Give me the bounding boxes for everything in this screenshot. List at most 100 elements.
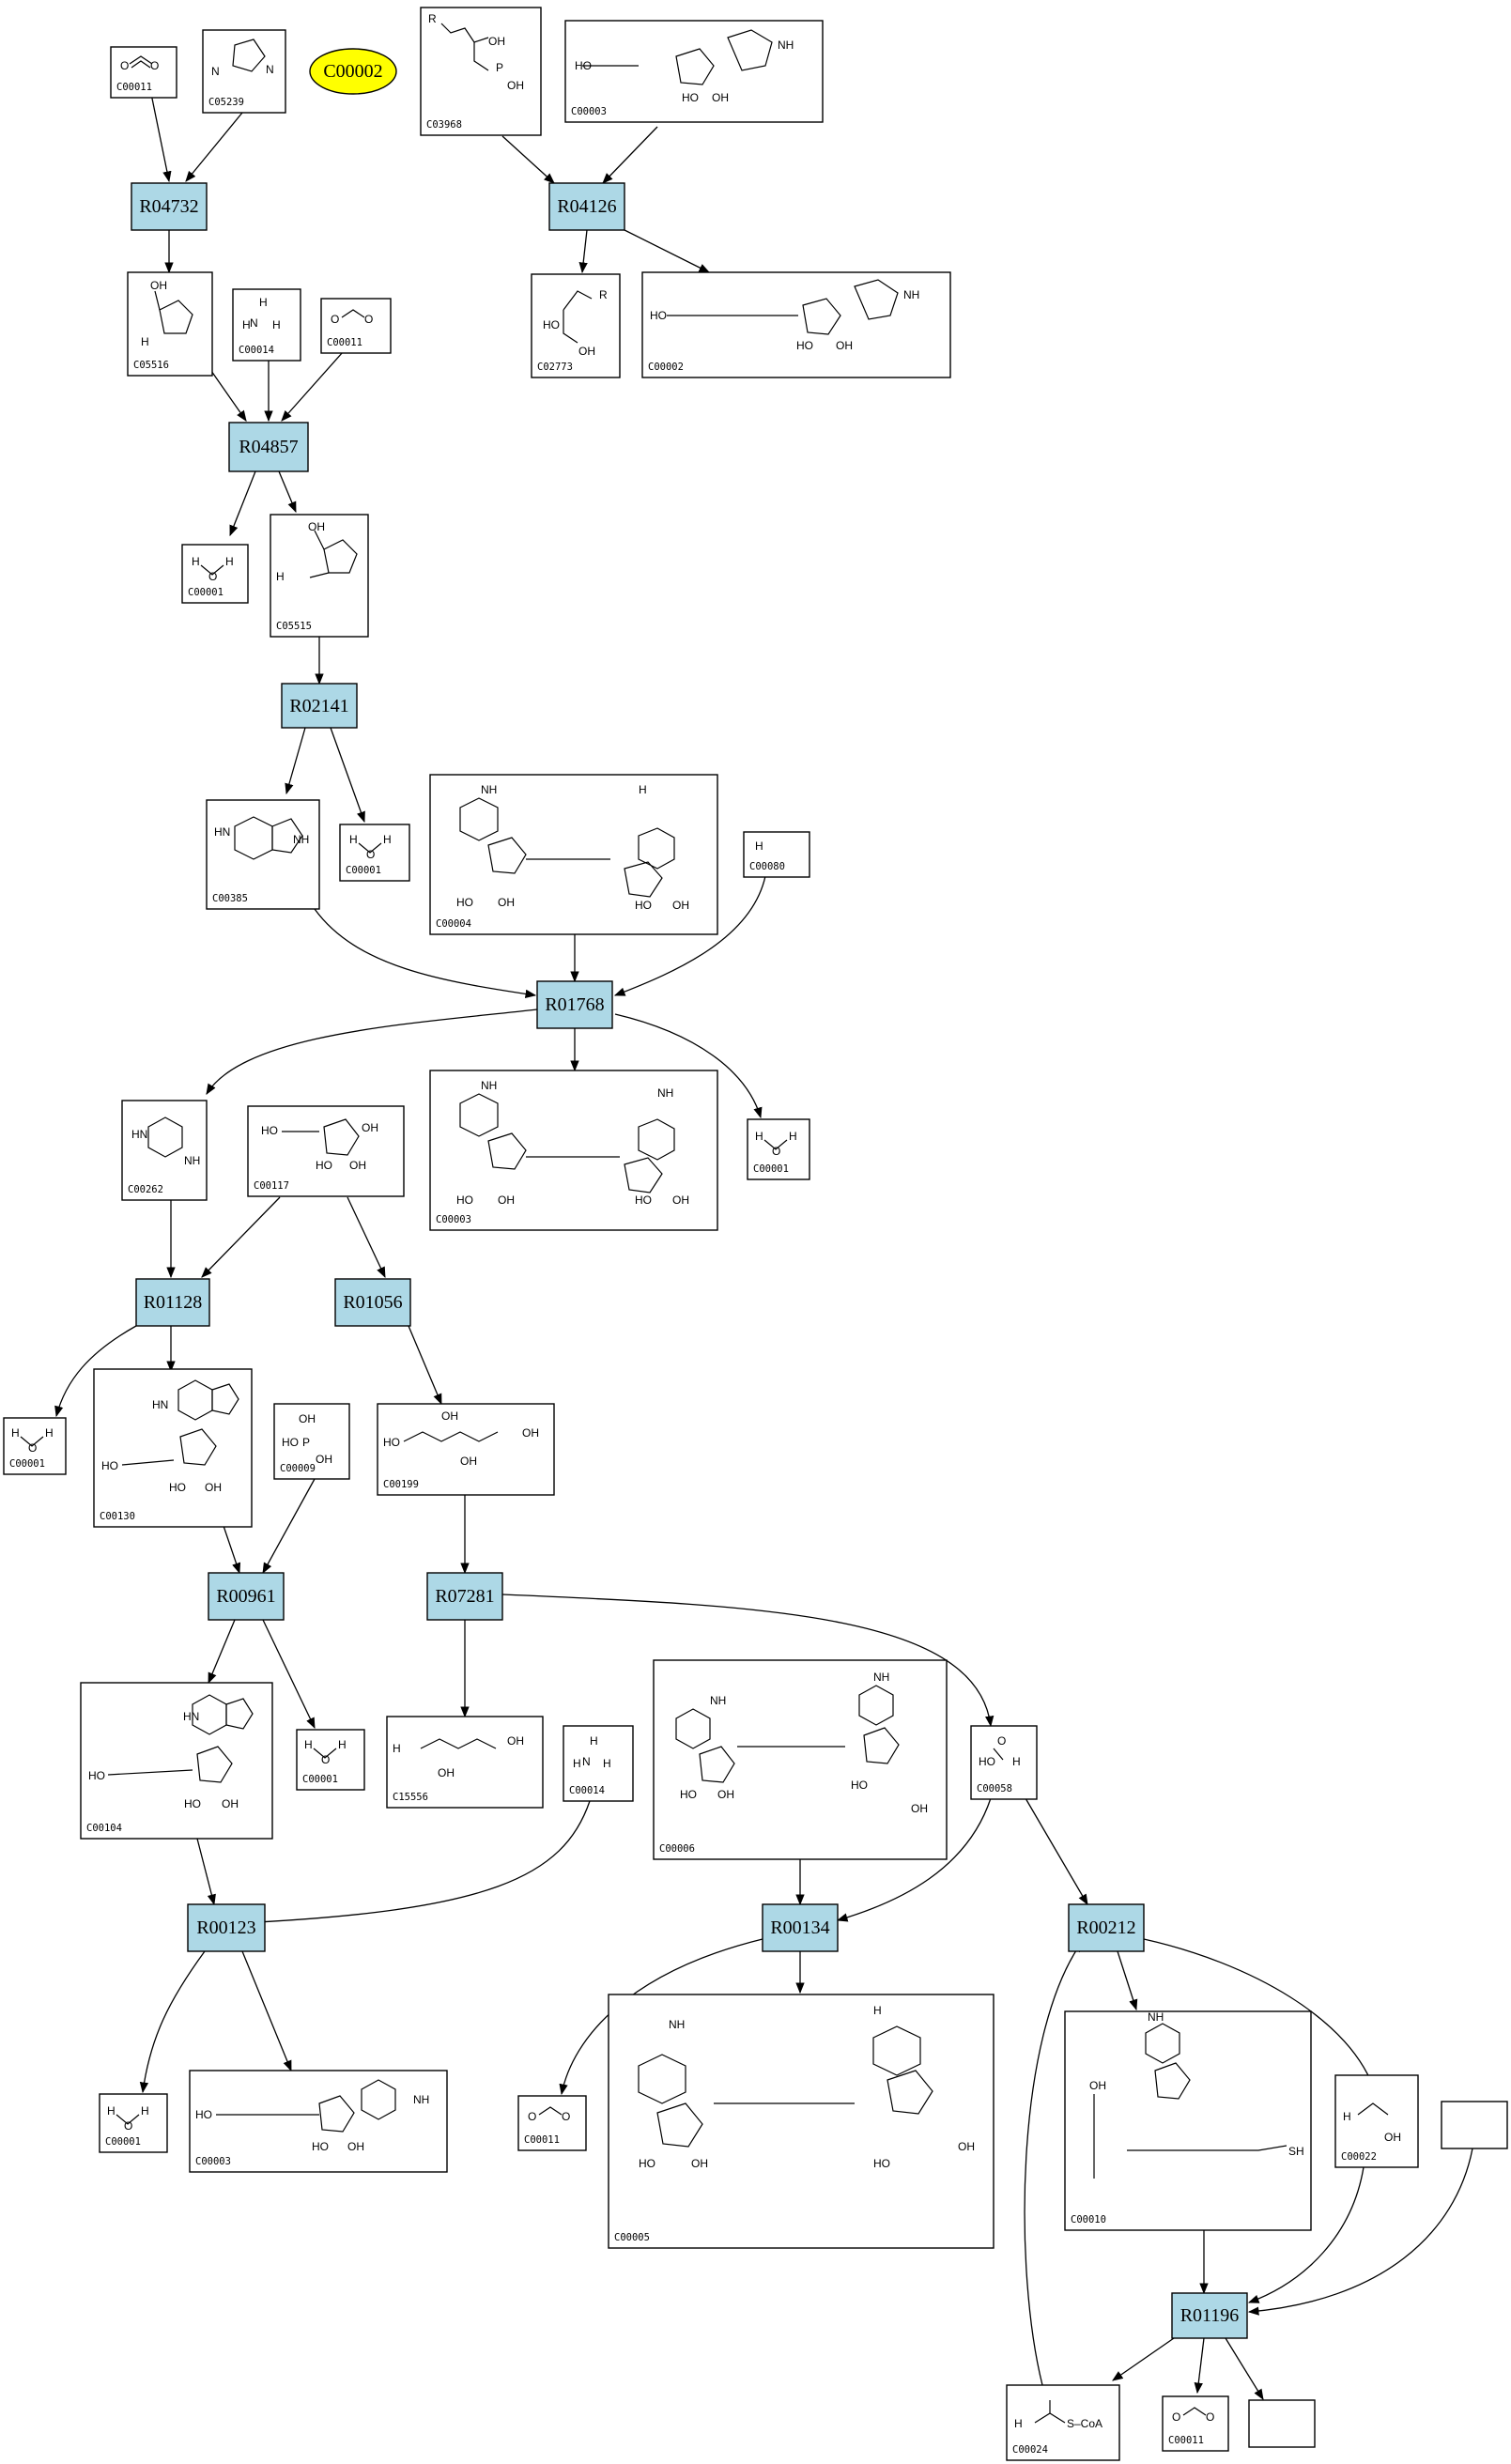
compound-C00001[interactable]: HOH C00001: [339, 824, 410, 882]
svg-text:NH: NH: [873, 1671, 889, 1684]
svg-text:P: P: [496, 61, 503, 74]
svg-text:HO: HO: [979, 1755, 995, 1768]
svg-text:OH: OH: [498, 1194, 515, 1207]
compound-C00080[interactable]: H C00080: [743, 831, 810, 878]
compound-empty-box[interactable]: [1248, 2399, 1316, 2448]
edge: [613, 875, 766, 996]
reaction-R01768[interactable]: R01768: [536, 980, 613, 1029]
edge: [1117, 1950, 1138, 2011]
compound-empty-box[interactable]: [1441, 2101, 1508, 2149]
reaction-R00961[interactable]: R00961: [208, 1572, 285, 1621]
compound-C00001[interactable]: HOH C00001: [747, 1118, 810, 1180]
edge: [1025, 1797, 1088, 1906]
svg-text:C00009: C00009: [280, 1463, 316, 1474]
edge: [330, 727, 365, 824]
svg-text:C00003: C00003: [195, 2156, 231, 2167]
highlighted-compound-C00002[interactable]: C00002: [309, 48, 397, 95]
svg-text:OH: OH: [347, 2140, 364, 2153]
svg-text:C00004: C00004: [436, 918, 471, 930]
reaction-R02141[interactable]: R02141: [281, 683, 358, 729]
compound-C00010[interactable]: NH OH SH C00010: [1064, 2010, 1312, 2231]
svg-text:C00001: C00001: [346, 865, 381, 876]
svg-text:H: H: [107, 2104, 116, 2118]
svg-text:C00002: C00002: [648, 362, 684, 373]
compound-C05516[interactable]: OH H C05516: [127, 271, 213, 377]
compound-C02773[interactable]: R HO OH C02773: [531, 273, 621, 378]
reaction-R04732[interactable]: R04732: [131, 182, 208, 231]
svg-text:OH: OH: [316, 1453, 332, 1466]
svg-text:C00080: C00080: [749, 861, 785, 872]
svg-text:OH: OH: [362, 1121, 378, 1134]
edge: [1024, 1941, 1083, 2386]
reaction-R04857[interactable]: R04857: [228, 422, 309, 472]
reaction-R04126[interactable]: R04126: [548, 182, 625, 231]
compound-C15556[interactable]: H OH OH C15556: [386, 1716, 544, 1809]
svg-text:H: H: [1014, 2417, 1023, 2430]
edge: [281, 351, 344, 422]
svg-text:HO: HO: [851, 1779, 868, 1792]
compound-C00022[interactable]: H OH C00022: [1334, 2074, 1419, 2168]
svg-text:HO: HO: [639, 2157, 655, 2170]
reaction-R01056[interactable]: R01056: [334, 1278, 411, 1327]
edge: [54, 1325, 137, 1418]
edge: [262, 1478, 316, 1575]
svg-text:O: O: [1172, 2410, 1180, 2424]
reaction-R01196[interactable]: R01196: [1171, 2292, 1248, 2339]
compound-C03968[interactable]: R OH P OH C03968: [420, 7, 542, 136]
compound-C00001[interactable]: HOH C00001: [296, 1729, 365, 1791]
svg-text:HO: HO: [456, 896, 473, 909]
svg-text:R00123: R00123: [196, 1917, 255, 1938]
compound-C00024[interactable]: H S–CoA C00024: [1006, 2384, 1120, 2461]
reaction-R00212[interactable]: R00212: [1068, 1903, 1145, 1952]
reaction-R00123[interactable]: R00123: [187, 1903, 266, 1952]
svg-text:C02773: C02773: [537, 362, 573, 373]
compound-C00199[interactable]: HO OH OH OH C00199: [377, 1403, 555, 1496]
svg-text:HN: HN: [183, 1710, 199, 1723]
compound-C05515[interactable]: OH H C05515: [270, 514, 369, 638]
svg-text:H: H: [755, 1130, 763, 1143]
svg-text:HO: HO: [635, 899, 652, 912]
compound-C00001[interactable]: HOH C00001: [3, 1417, 67, 1475]
reaction-R00134[interactable]: R00134: [762, 1903, 839, 1952]
edge: [196, 1838, 216, 1906]
reaction-R07281[interactable]: R07281: [426, 1572, 503, 1621]
svg-text:OH: OH: [488, 35, 505, 48]
svg-text:O: O: [331, 313, 339, 326]
svg-text:OH: OH: [672, 1194, 689, 1207]
reaction-R01128[interactable]: R01128: [135, 1278, 210, 1327]
svg-text:O: O: [120, 59, 129, 72]
svg-text:NH: NH: [481, 1079, 497, 1092]
svg-text:H: H: [755, 839, 763, 853]
compound-C00001[interactable]: HOH C00001: [99, 2093, 168, 2153]
svg-text:C00014: C00014: [239, 345, 274, 356]
svg-text:OH: OH: [712, 91, 729, 104]
edge: [139, 1950, 206, 2094]
svg-text:R07281: R07281: [435, 1586, 494, 1607]
svg-text:C00010: C00010: [1071, 2214, 1106, 2225]
svg-text:OH: OH: [1384, 2131, 1401, 2144]
svg-text:N: N: [582, 1755, 591, 1768]
compound-C00001[interactable]: HOH C00001: [181, 544, 249, 604]
